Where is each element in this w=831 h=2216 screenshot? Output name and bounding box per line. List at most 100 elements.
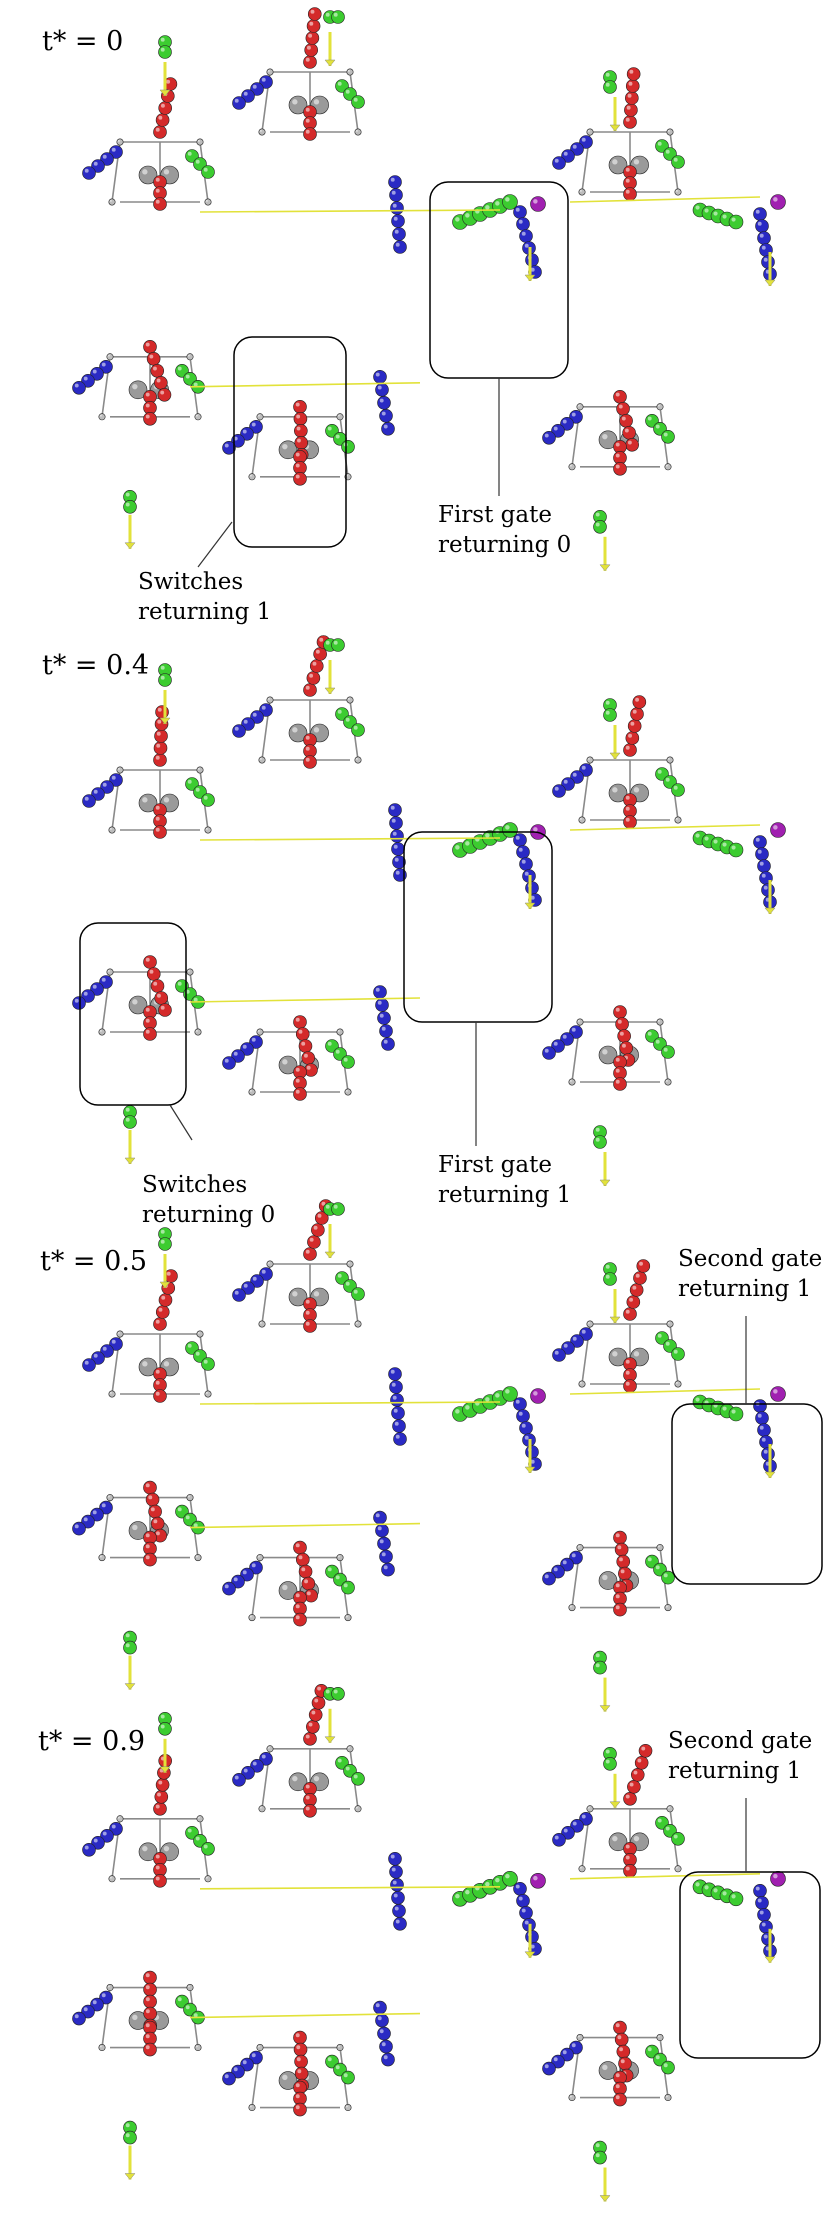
atom-highlight	[295, 1017, 300, 1022]
atom-highlight	[305, 1784, 310, 1789]
atom-highlight	[518, 1896, 523, 1901]
atom-highlight	[335, 1575, 340, 1580]
atom-highlight	[195, 1555, 198, 1558]
atom-highlight	[163, 1361, 170, 1367]
atom-highlight	[242, 1044, 247, 1049]
atom-highlight	[455, 845, 460, 850]
atom-highlight	[579, 1866, 582, 1869]
atom-highlight	[595, 1137, 600, 1142]
atom-highlight	[155, 199, 160, 204]
highlight-box	[233, 336, 347, 548]
atom-highlight	[572, 772, 577, 777]
atom-highlight	[305, 57, 310, 62]
atom-highlight	[117, 1331, 120, 1334]
atom-highlight	[155, 755, 160, 760]
atom-highlight	[83, 2007, 88, 2012]
atom-highlight	[625, 1855, 630, 1860]
atom-highlight	[193, 2013, 198, 2018]
atom-highlight	[335, 1049, 340, 1054]
atom-highlight	[695, 1397, 700, 1402]
atom-highlight	[295, 2105, 300, 2110]
atom-highlight	[160, 47, 165, 52]
atom-highlight	[759, 1910, 764, 1915]
highlight-box	[429, 181, 569, 379]
atom-highlight	[242, 1570, 247, 1575]
atom-highlight	[145, 342, 150, 347]
atom-highlight	[187, 969, 190, 972]
atom-highlight	[145, 957, 150, 962]
force-arrowhead	[764, 907, 776, 915]
atom-highlight	[773, 1873, 778, 1879]
atom-highlight	[665, 1605, 668, 1608]
atom-highlight	[74, 2014, 79, 2019]
atom-highlight	[763, 885, 768, 890]
force-arrowhead	[324, 59, 336, 67]
atom-highlight	[665, 1826, 670, 1831]
atom-highlight	[107, 1495, 110, 1498]
atom-highlight	[495, 201, 500, 206]
tether-line	[199, 1401, 501, 1405]
atom-highlight	[306, 1065, 311, 1070]
atom-highlight	[309, 1237, 314, 1242]
atom-highlight	[160, 1229, 165, 1234]
atom-highlight	[111, 1824, 116, 1829]
force-arrowhead	[524, 274, 536, 282]
atom-highlight	[205, 199, 208, 202]
atom-highlight	[145, 1997, 150, 2002]
atom-highlight	[577, 404, 580, 407]
atom-highlight	[249, 1089, 252, 1092]
atom-highlight	[305, 1795, 310, 1800]
atom-highlight	[665, 149, 670, 154]
atom-highlight	[259, 1806, 262, 1809]
atom-highlight	[313, 1225, 318, 1230]
atom-highlight	[524, 1435, 529, 1440]
atom-highlight	[125, 502, 130, 507]
atom-highlight	[663, 1573, 668, 1578]
force-arrowhead	[609, 124, 621, 132]
atom-highlight	[635, 697, 640, 702]
atom-highlight	[657, 2035, 660, 2038]
atom-highlight	[759, 233, 764, 238]
atom-highlight	[195, 159, 200, 164]
atom-highlight	[295, 1089, 300, 1094]
atom-highlight	[109, 199, 112, 202]
atom-highlight	[633, 159, 640, 165]
atom-highlight	[305, 1299, 310, 1304]
atom-highlight	[327, 1041, 332, 1046]
atom-highlight	[117, 1816, 120, 1819]
atom-highlight	[343, 1583, 348, 1588]
atom-highlight	[313, 99, 320, 105]
atom-highlight	[394, 857, 399, 862]
atom-highlight	[757, 849, 762, 854]
atom-highlight	[595, 1663, 600, 1668]
atom-highlight	[74, 1524, 79, 1529]
atom-highlight	[633, 787, 640, 793]
atom-highlight	[465, 1889, 470, 1895]
atom-highlight	[257, 414, 260, 417]
atom-highlight	[632, 709, 637, 714]
atom-highlight	[156, 993, 161, 998]
atom-highlight	[704, 836, 709, 841]
tether-line	[569, 1873, 761, 1880]
atom-highlight	[160, 675, 165, 680]
atom-highlight	[379, 398, 384, 403]
atom-highlight	[101, 1993, 106, 1998]
atom-highlight	[619, 2047, 624, 2052]
annotation-line: returning 0	[142, 1202, 276, 1228]
atom-highlight	[563, 779, 568, 784]
force-arrowhead	[599, 1705, 611, 1712]
atom-highlight	[132, 999, 138, 1005]
atom-highlight	[193, 997, 198, 1002]
atom-highlight	[295, 2083, 300, 2088]
atom-highlight	[117, 767, 120, 770]
time-label: t* = 0.9	[38, 1726, 146, 1757]
atom-highlight	[615, 442, 620, 447]
atom-highlight	[722, 1406, 727, 1411]
atom-highlight	[625, 1381, 630, 1386]
atom-highlight	[515, 207, 520, 212]
atom-highlight	[295, 1543, 300, 1548]
atom-highlight	[381, 1552, 386, 1557]
atom-highlight	[99, 1555, 102, 1558]
atom-highlight	[625, 745, 630, 750]
atom-highlight	[375, 1513, 380, 1518]
